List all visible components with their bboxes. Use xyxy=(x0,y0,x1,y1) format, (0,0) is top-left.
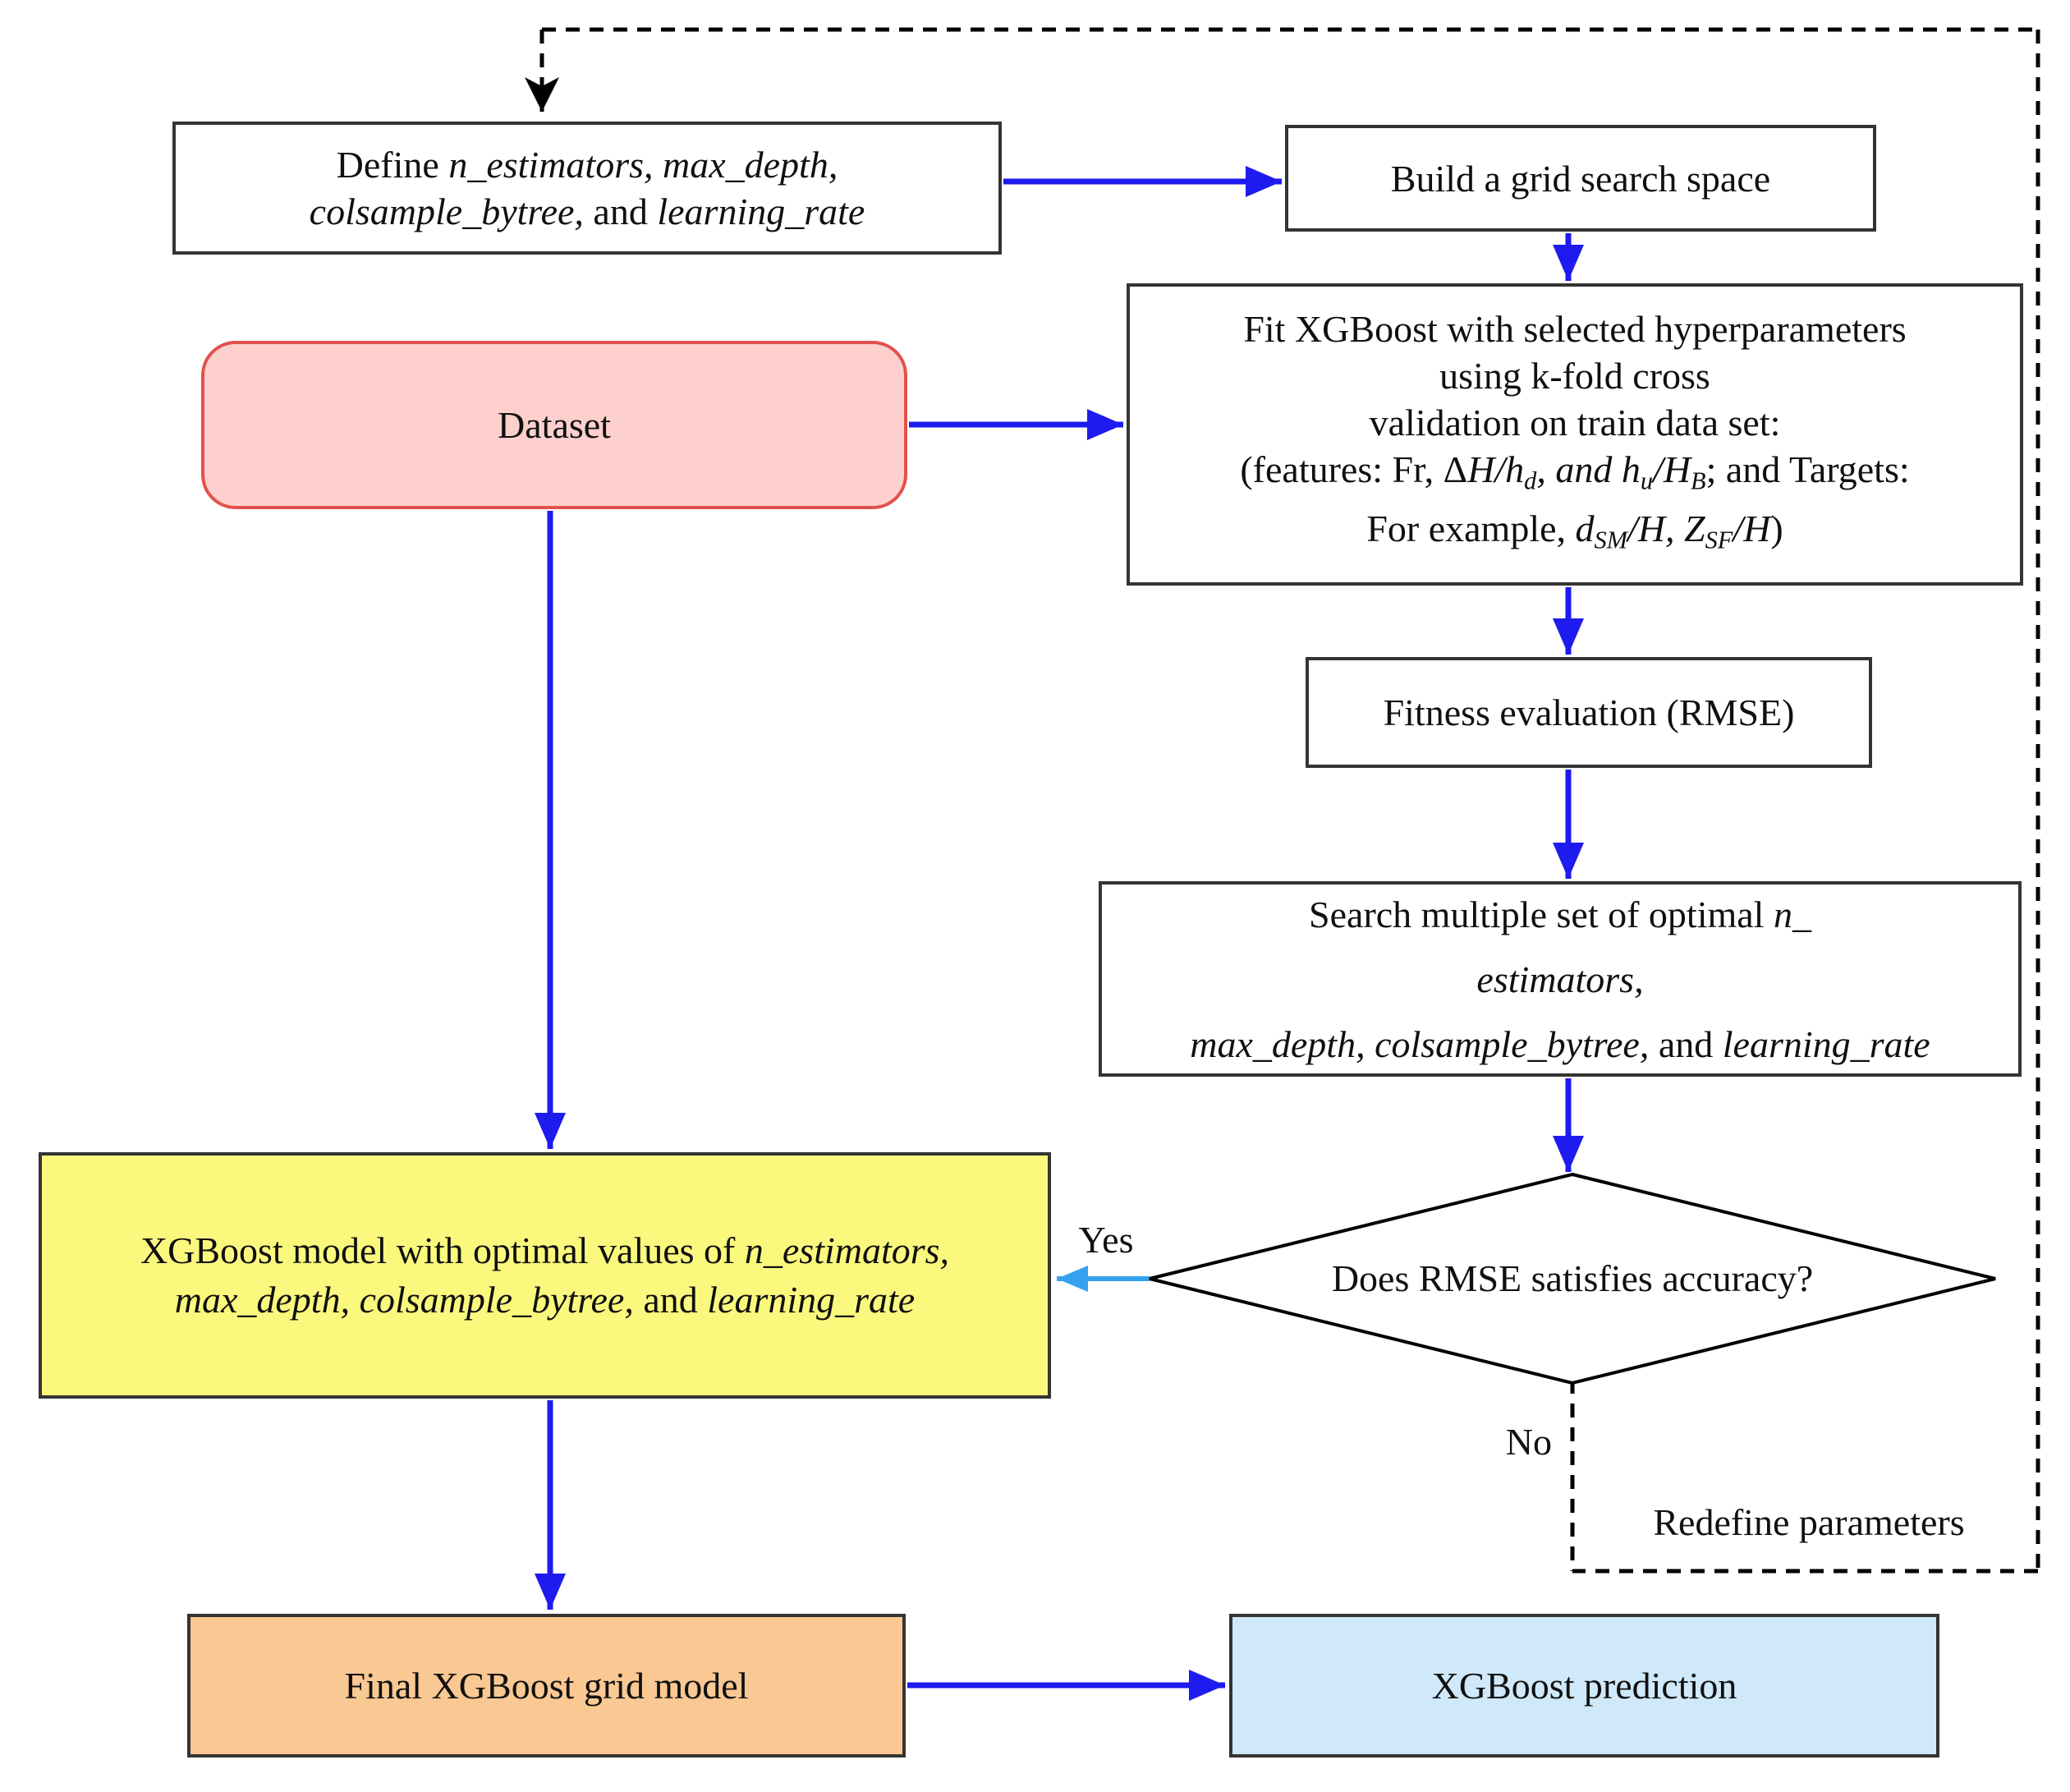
final-model-label: Final XGBoost grid model xyxy=(344,1665,749,1707)
search-line2: estimators, xyxy=(1476,947,1643,1012)
text-segment: XGBoost model with optimal values of xyxy=(140,1229,745,1271)
text-segment: (features: Fr, Δ xyxy=(1240,448,1468,490)
rmse-decision-label: Does RMSE satisfies accuracy? xyxy=(1331,1257,1814,1299)
search-line3: max_depth, colsample_bytree, and learnin… xyxy=(1190,1012,1930,1077)
text-segment: Fit XGBoost with selected hyperparameter… xyxy=(1243,308,1907,350)
text-segment: learning_rate xyxy=(657,191,865,232)
text-segment: max_depth, colsample_bytree, xyxy=(174,1279,634,1321)
text-segment: and xyxy=(583,191,658,232)
text-segment: n_estimators, xyxy=(744,1229,950,1271)
text-segment: ) xyxy=(1770,507,1783,549)
grid-search-label: Build a grid search space xyxy=(1390,157,1771,200)
search-line1: Search multiple set of optimal n_ xyxy=(1309,882,1811,947)
text-segment: Search multiple set of optimal xyxy=(1309,893,1774,935)
text-segment: SM xyxy=(1594,526,1628,554)
optimal-model-box: XGBoost model with optimal values of n_e… xyxy=(39,1152,1051,1399)
no-label: No xyxy=(1505,1421,1552,1463)
text-segment: and xyxy=(1649,1022,1723,1065)
text-segment: n_estimators, max_depth, xyxy=(448,144,838,186)
text-segment: SF xyxy=(1705,526,1733,554)
text-segment: learning_rate xyxy=(1722,1022,1930,1065)
text-segment: B xyxy=(1691,466,1706,495)
redefine-parameters-label: Redefine parameters xyxy=(1653,1501,1965,1544)
text-segment: Define xyxy=(336,144,449,186)
fit-line2: using k-fold cross xyxy=(1439,352,1710,399)
dataset-box: Dataset xyxy=(201,341,907,509)
fit-line1: Fit XGBoost with selected hyperparameter… xyxy=(1243,306,1906,352)
text-segment: learning_rate xyxy=(707,1279,916,1321)
model-line2: max_depth, colsample_bytree, and learnin… xyxy=(175,1275,915,1325)
text-segment: ; and Targets: xyxy=(1705,448,1910,490)
text-segment: H/h xyxy=(1467,448,1525,490)
search-optimal-box: Search multiple set of optimal n_ estima… xyxy=(1099,881,2022,1077)
fitness-evaluation-box: Fitness evaluation (RMSE) xyxy=(1306,657,1872,768)
text-segment: h xyxy=(1621,448,1641,490)
grid-search-box: Build a grid search space xyxy=(1285,125,1876,232)
text-segment: colsample_bytree, xyxy=(309,191,584,232)
feedback-loop-dashed-path xyxy=(542,27,2040,1574)
dataset-label: Dataset xyxy=(498,404,611,446)
define-params-box: Define n_estimators, max_depth, colsampl… xyxy=(172,122,1002,255)
fit-xgboost-box: Fit XGBoost with selected hyperparameter… xyxy=(1127,283,2023,586)
final-model-box: Final XGBoost grid model xyxy=(187,1614,906,1758)
fit-line3: validation on train data set: xyxy=(1370,399,1781,446)
yes-label: Yes xyxy=(1078,1219,1134,1261)
prediction-box: XGBoost prediction xyxy=(1229,1614,1939,1758)
text-segment: , and xyxy=(1536,448,1622,490)
text-segment: validation on train data set: xyxy=(1369,402,1781,443)
fitness-label: Fitness evaluation (RMSE) xyxy=(1383,692,1795,733)
text-segment: estimators, xyxy=(1476,958,1644,1000)
text-segment: /H xyxy=(1653,448,1691,490)
fit-line5: For example, dSM/H, ZSF/H) xyxy=(1366,505,1783,564)
text-segment: d xyxy=(1524,466,1537,495)
define-params-line2: colsample_bytree, and learning_rate xyxy=(310,188,865,235)
fit-line4: (features: Fr, ΔH/hd, and hu/HB; and Tar… xyxy=(1240,446,1909,505)
text-segment: u xyxy=(1640,466,1654,495)
text-segment: max_depth, colsample_bytree, xyxy=(1190,1022,1650,1065)
text-segment: For example, xyxy=(1366,507,1576,549)
define-params-line1: Define n_estimators, max_depth, xyxy=(337,141,838,188)
decision-diamond-shape xyxy=(1149,1172,1996,1385)
model-line1: XGBoost model with optimal values of n_e… xyxy=(140,1226,949,1275)
text-segment: d xyxy=(1575,507,1595,549)
text-segment: /H, Z xyxy=(1627,507,1705,549)
prediction-label: XGBoost prediction xyxy=(1431,1665,1737,1707)
text-segment: n_ xyxy=(1773,893,1811,935)
text-segment: and xyxy=(633,1279,708,1321)
text-segment: using k-fold cross xyxy=(1439,355,1710,397)
text-segment: /H xyxy=(1733,507,1771,549)
